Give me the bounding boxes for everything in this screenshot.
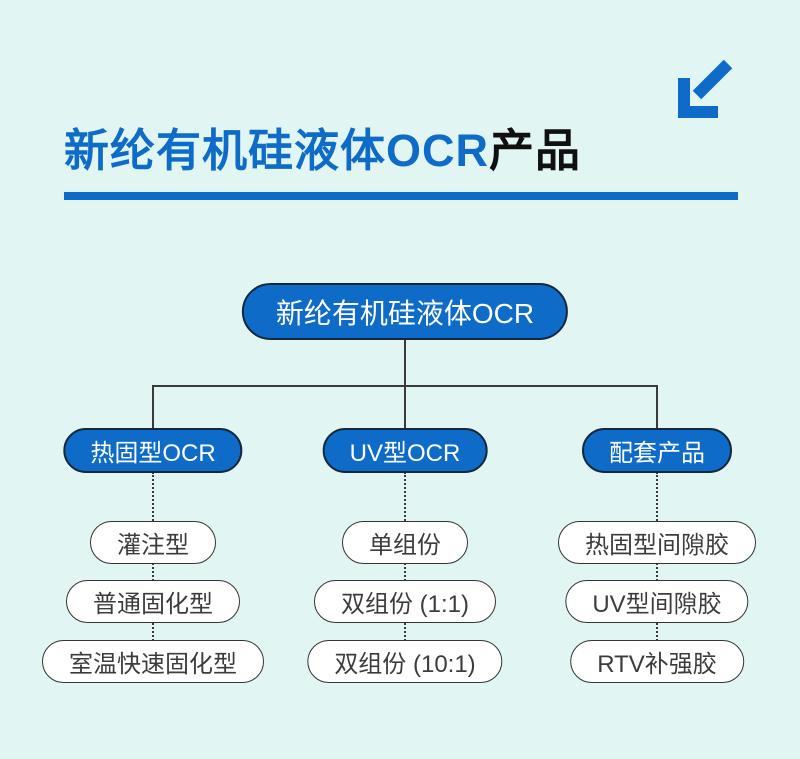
leaf-node-normal-curing-type: 普通固化型: [66, 580, 240, 623]
page-title-suffix: 产品: [489, 125, 582, 176]
branch-node-uv-ocr: UV型OCR: [322, 428, 488, 473]
tree-root-node: 新纶有机硅液体OCR: [241, 283, 569, 340]
connector-root-stem: [404, 340, 406, 385]
connector-drop-left: [152, 385, 154, 428]
connector-drop-middle: [404, 385, 406, 428]
leaf-node-two-component-10-1: 双组份 (10:1): [307, 640, 503, 683]
branch-node-thermal-ocr: 热固型OCR: [63, 428, 243, 473]
leaf-node-thermal-gap-adhesive: 热固型间隙胶: [558, 521, 756, 564]
connector-drop-right: [656, 385, 658, 428]
branch-node-supporting-products: 配套产品: [582, 428, 732, 473]
leaf-node-uv-gap-adhesive: UV型间隙胶: [565, 580, 749, 623]
leaf-node-two-component-1-1: 双组份 (1:1): [313, 580, 497, 623]
arrow-down-left-icon: [678, 59, 733, 118]
leaf-node-potting-type: 灌注型: [90, 521, 216, 564]
leaf-node-rtv-reinforcing-adhesive: RTV补强胶: [570, 640, 744, 683]
title-underline: [64, 192, 738, 200]
leaf-node-single-component: 单组份: [342, 521, 468, 564]
page-title: 新纶有机硅液体OCR产品: [64, 114, 581, 179]
leaf-node-room-temp-fast-curing-type: 室温快速固化型: [42, 640, 264, 683]
page-title-highlight: 新纶有机硅液体OCR: [64, 125, 489, 176]
